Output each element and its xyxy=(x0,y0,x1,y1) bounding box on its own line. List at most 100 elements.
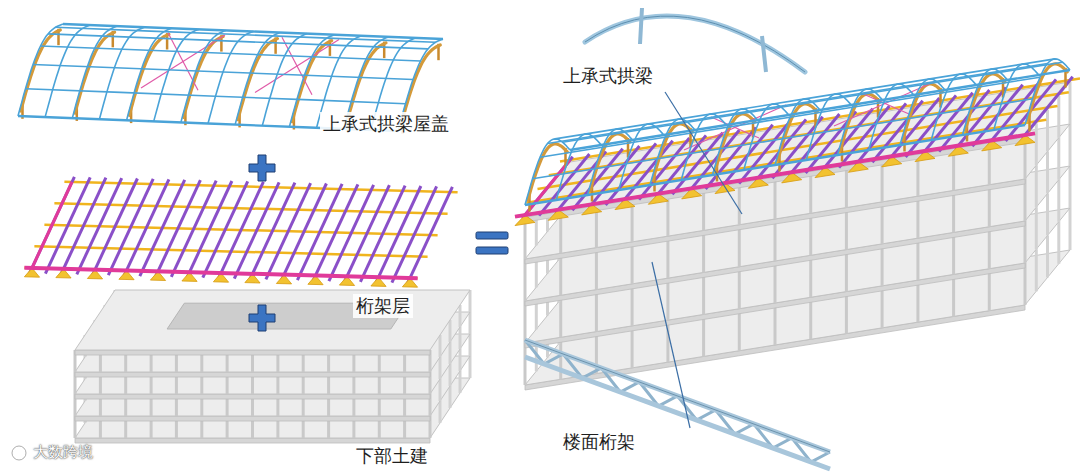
part-label: 桁架层 xyxy=(353,294,413,318)
column xyxy=(809,213,812,255)
floor-slab xyxy=(525,82,1070,217)
column xyxy=(524,259,527,301)
arch-beam xyxy=(292,41,332,122)
roof-grid xyxy=(588,129,633,195)
column xyxy=(469,334,472,356)
column xyxy=(845,208,848,250)
leader-line xyxy=(665,92,742,214)
column xyxy=(439,357,442,379)
roof-grid xyxy=(45,25,90,117)
edge-truss xyxy=(24,268,417,278)
column xyxy=(524,343,527,385)
column xyxy=(702,314,705,356)
column xyxy=(459,371,462,393)
column xyxy=(1035,207,1038,249)
column xyxy=(524,301,527,343)
slab-edge xyxy=(75,416,430,421)
equals-sign xyxy=(476,232,508,239)
column xyxy=(774,177,777,219)
column xyxy=(702,188,705,230)
roof-grid xyxy=(540,77,1040,157)
roof-grid xyxy=(1025,59,1070,125)
column xyxy=(881,244,884,286)
roof-grid xyxy=(18,24,63,116)
roof-grid xyxy=(775,99,820,165)
column xyxy=(1024,221,1027,263)
column xyxy=(1069,82,1072,124)
part-label: 楼面桁架 xyxy=(560,430,638,454)
column xyxy=(1057,96,1060,138)
column xyxy=(1035,165,1038,207)
arch-beam xyxy=(75,32,115,113)
floor-truss xyxy=(408,187,453,283)
roof-bracing xyxy=(684,105,786,150)
column xyxy=(449,364,452,386)
column xyxy=(666,278,669,320)
roof-grid xyxy=(181,30,226,122)
truss-web-detail xyxy=(525,340,830,462)
column xyxy=(449,342,452,364)
column xyxy=(1024,263,1027,305)
column xyxy=(459,349,462,371)
column xyxy=(916,196,919,238)
column xyxy=(845,250,848,292)
roof-grid xyxy=(72,26,117,118)
column xyxy=(1035,123,1038,165)
roof-grid xyxy=(33,65,413,80)
column xyxy=(439,335,442,357)
column xyxy=(738,225,741,267)
roof-grid xyxy=(41,46,421,61)
roof-grid xyxy=(963,69,1008,135)
equals-sign xyxy=(476,247,508,254)
column xyxy=(449,320,452,342)
column xyxy=(439,401,442,423)
column xyxy=(988,227,991,269)
roof-grid xyxy=(994,64,1039,130)
column xyxy=(1069,208,1072,250)
watermark-icon xyxy=(12,446,26,460)
column xyxy=(1035,249,1038,291)
column xyxy=(916,238,919,280)
column xyxy=(774,261,777,303)
column xyxy=(595,248,598,290)
roof-grid xyxy=(556,134,601,200)
roof-grid xyxy=(154,29,199,121)
roof-grid xyxy=(127,28,172,120)
column xyxy=(952,274,955,316)
column xyxy=(1024,179,1027,221)
roof-grid xyxy=(931,74,976,140)
column xyxy=(469,356,472,378)
roof-grid xyxy=(806,94,851,160)
column xyxy=(881,286,884,328)
column xyxy=(1069,124,1072,166)
slab-edge xyxy=(75,438,430,443)
column xyxy=(631,284,634,326)
watermark: 大数跨境 xyxy=(30,442,96,462)
column xyxy=(595,290,598,332)
roof-grid xyxy=(869,84,914,150)
slab-edge xyxy=(75,350,430,355)
column xyxy=(952,190,955,232)
column xyxy=(666,236,669,278)
roof-grid xyxy=(681,114,726,180)
roof-grid xyxy=(713,109,758,175)
column xyxy=(845,166,848,208)
roof-grid xyxy=(235,33,280,125)
roof-grid xyxy=(525,139,570,205)
column xyxy=(1046,110,1049,152)
plus-sign xyxy=(249,155,275,181)
roof-grid xyxy=(744,104,789,170)
part-label: 上承式拱梁屋盖 xyxy=(320,112,452,136)
column xyxy=(845,292,848,334)
column xyxy=(1057,180,1060,222)
slab-edge xyxy=(75,394,430,399)
roof-grid xyxy=(838,89,883,155)
roof-grid xyxy=(26,89,406,104)
column xyxy=(469,290,472,312)
column xyxy=(988,269,991,311)
floor-slab xyxy=(75,290,470,350)
roof-grid xyxy=(900,79,945,145)
column xyxy=(809,255,812,297)
